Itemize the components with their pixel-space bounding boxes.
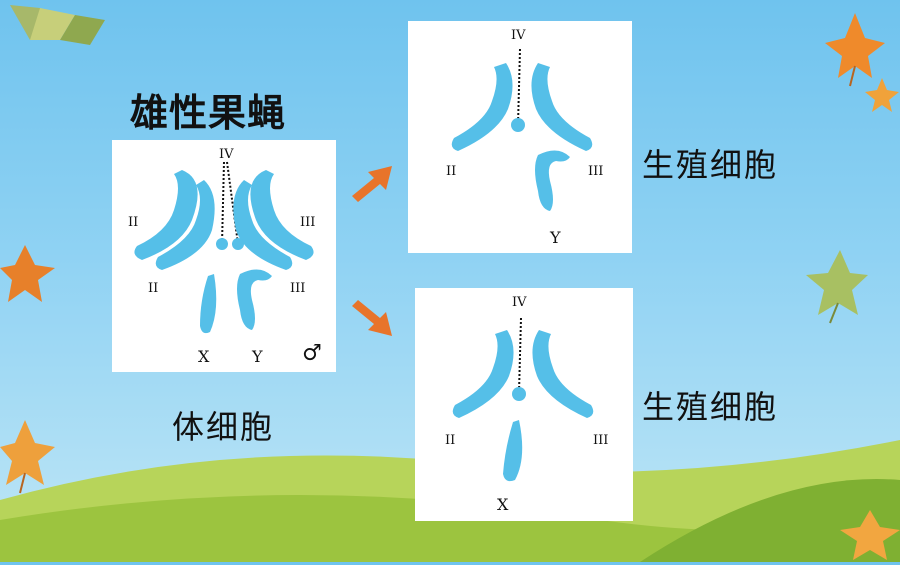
- body-cell-diagram: IV II II III III X Y ♂: [128, 147, 322, 366]
- label-x: X: [497, 495, 509, 514]
- maple-leaf-icon: [865, 78, 899, 112]
- arrow-icon: [352, 300, 392, 336]
- label-ii-outer: II: [128, 215, 138, 230]
- label-y: Y: [251, 347, 263, 366]
- label-y: Y: [549, 228, 561, 247]
- maple-leaf-icon: [0, 245, 55, 302]
- label-iv: IV: [511, 28, 526, 43]
- label-iii: III: [588, 164, 603, 179]
- label-ii: II: [445, 433, 455, 448]
- maple-leaf-icon: [825, 13, 885, 87]
- label-iii-outer: III: [300, 215, 315, 230]
- label-ii: II: [446, 164, 456, 179]
- germ-cell-panel-y: IV II III Y: [408, 21, 632, 253]
- label-iii: III: [593, 433, 608, 448]
- body-cell-caption: 体细胞: [172, 408, 275, 446]
- germ-cell-diagram-y: IV II III Y: [446, 28, 603, 247]
- label-iv: IV: [219, 147, 234, 162]
- page-title: 雄性果蝇: [130, 91, 287, 135]
- arrow-icon: [352, 166, 392, 202]
- label-iv: IV: [512, 295, 527, 310]
- male-symbol-icon: ♂: [302, 341, 322, 366]
- maple-leaf-icon: [10, 5, 105, 45]
- germ-cell-diagram-x: IV II III X: [445, 295, 608, 514]
- maple-leaf-icon: [806, 250, 868, 324]
- germ-cell-caption-1: 生殖细胞: [642, 146, 779, 184]
- germ-cell-panel-x: IV II III X: [415, 288, 633, 521]
- label-ii-inner: II: [148, 281, 158, 296]
- body-cell-panel: IV II II III III X Y ♂: [112, 140, 336, 372]
- maple-leaf-icon: [0, 420, 55, 494]
- label-x: X: [198, 347, 210, 366]
- maple-leaf-icon: [840, 510, 900, 560]
- label-iii-inner: III: [290, 281, 305, 296]
- germ-cell-caption-2: 生殖细胞: [642, 388, 779, 426]
